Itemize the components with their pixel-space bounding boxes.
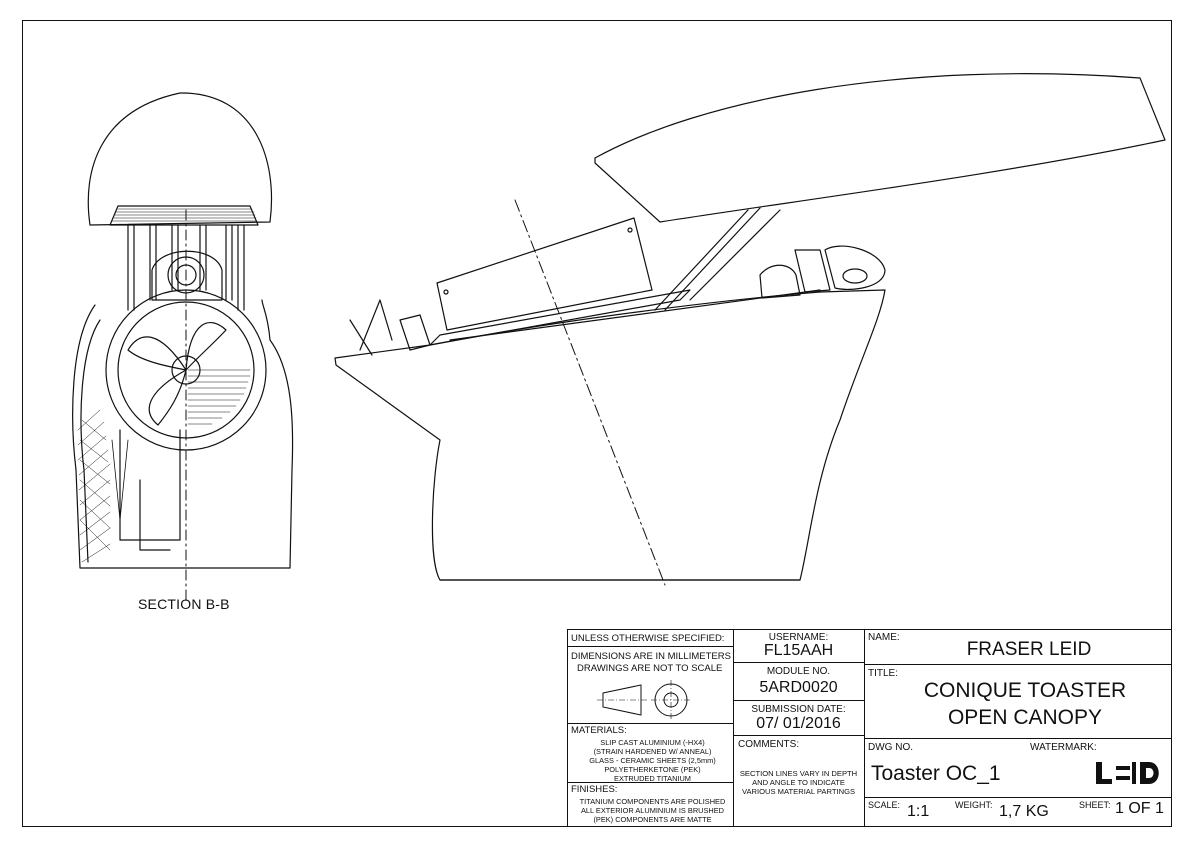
body-outline	[72, 299, 294, 569]
materials-list: SLIP CAST ALUMINIUM (-HX4) (STRAIN HARDE…	[589, 738, 716, 783]
side-section-line	[514, 199, 666, 586]
motor-housing	[151, 250, 223, 301]
dwg-label: DWG NO.	[868, 742, 913, 753]
watermark-label: WATERMARK:	[1030, 742, 1097, 753]
title-label: TITLE:	[868, 668, 899, 679]
comments-text: SECTION LINES VARY IN DEPTH AND ANGLE TO…	[739, 769, 858, 796]
weight-value: 1,7 KG	[999, 803, 1049, 820]
sheet-label: SHEET:	[1079, 800, 1111, 810]
crumb-tray	[436, 217, 653, 331]
dimensions-note: DIMENSIONS ARE IN MILLIMETERS	[571, 651, 731, 662]
handle-knob	[824, 245, 886, 291]
side-view	[334, 73, 1166, 586]
module-value: 5ARD0020	[759, 679, 838, 696]
materials-label: MATERIALS:	[571, 725, 627, 736]
projection-symbol	[597, 680, 691, 720]
hatch-shell	[77, 409, 111, 563]
username-label: USERNAME:	[768, 632, 829, 643]
name-label: NAME:	[868, 632, 900, 643]
scale-value: 1:1	[907, 803, 930, 820]
section-label: SECTION B-B	[138, 596, 230, 612]
dwg-value: Toaster OC_1	[871, 762, 1001, 785]
watermark-logo	[1096, 762, 1159, 784]
sheet-value: 1 OF 1	[1115, 800, 1164, 817]
scale-label: SCALE:	[868, 800, 901, 810]
submission-value: 07/ 01/2016	[756, 715, 841, 732]
support-rods	[127, 224, 245, 311]
section-view	[72, 92, 294, 601]
divider	[733, 629, 734, 827]
divider	[864, 629, 865, 827]
submission-label: SUBMISSION DATE:	[751, 704, 846, 715]
module-label: MODULE NO.	[766, 666, 831, 677]
name-value: FRASER LEID	[966, 639, 1092, 660]
comments-label: COMMENTS:	[738, 739, 800, 750]
toaster-body	[334, 289, 886, 581]
open-canopy-lid	[594, 73, 1166, 223]
specs-header: UNLESS OTHERWISE SPECIFIED:	[571, 633, 725, 644]
side-grille	[187, 369, 251, 425]
fan-blades	[127, 321, 227, 426]
title-line-2: OPEN CANOPY	[947, 706, 1103, 729]
title-block	[567, 629, 1172, 827]
canopy-grille	[109, 205, 259, 226]
scale-note: DRAWINGS ARE NOT TO SCALE	[577, 663, 723, 674]
finishes-list: TITANIUM COMPONENTS ARE POLISHED ALL EXT…	[579, 797, 726, 824]
weight-label: WEIGHT:	[955, 800, 993, 810]
finishes-label: FINISHES:	[571, 784, 618, 795]
canopy-dome	[87, 92, 273, 226]
title-line-1: CONIQUE TOASTER	[923, 679, 1127, 702]
username-value: FL15AAH	[763, 642, 834, 659]
